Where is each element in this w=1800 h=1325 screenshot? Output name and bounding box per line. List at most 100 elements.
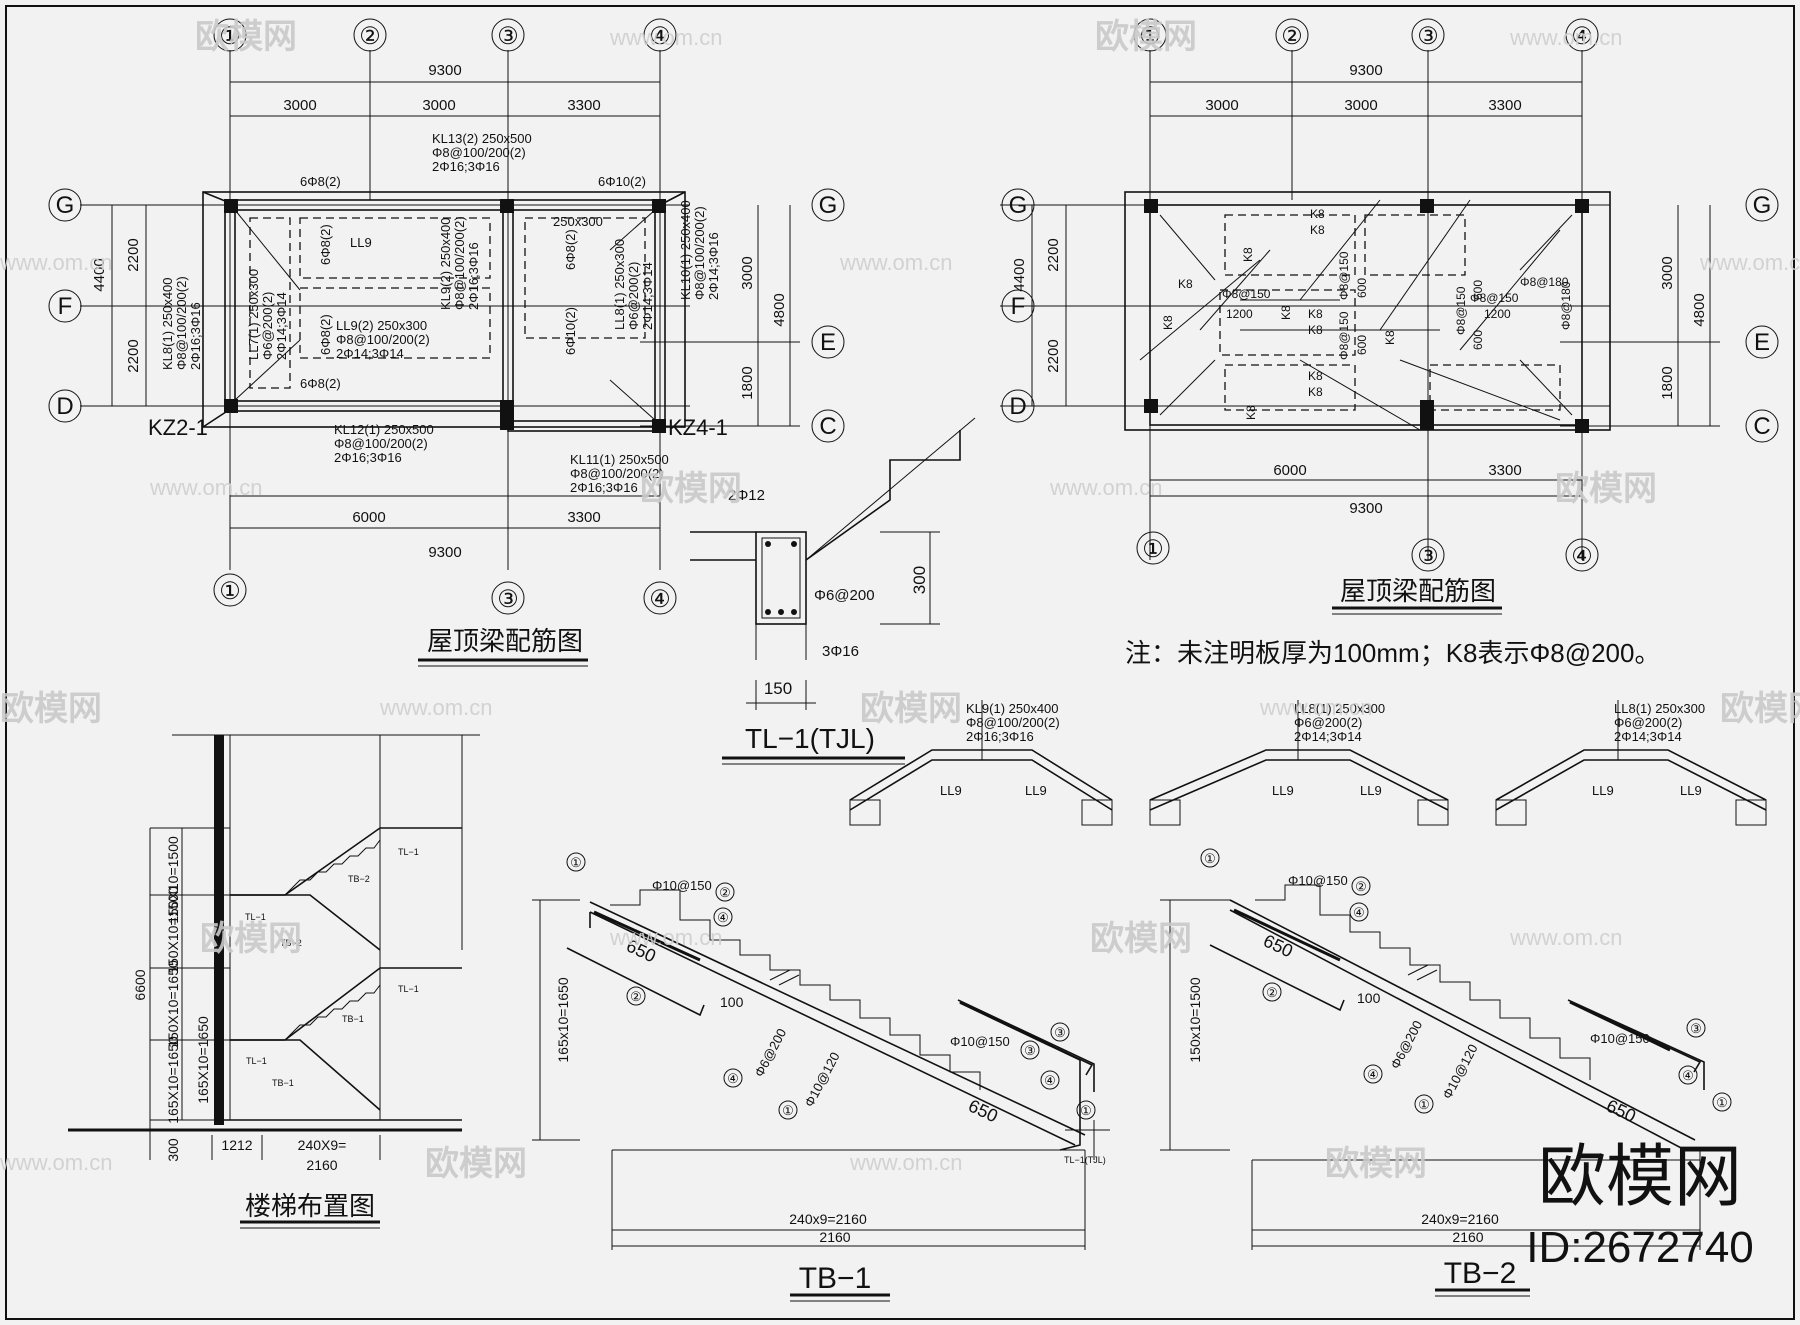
plan-right: ① ② ③ ④ ① ③ ④ G F D G E C 9300 3000 3000…: [1000, 18, 1779, 668]
tb1-dim: 240x9=2160: [789, 1211, 867, 1227]
tb2-marker: ①: [1204, 851, 1216, 866]
rebar-label: Φ8@180: [1559, 281, 1573, 330]
rebar-label: K8: [1308, 369, 1323, 383]
beam-label: 6Φ8(2): [300, 174, 341, 189]
stair-layout: 150X10=1500 150X10=1500 150X10=1650 165X…: [68, 734, 480, 1229]
watermark-brand: 欧模网: [195, 18, 297, 56]
axis-label: C: [819, 413, 836, 440]
beam-label: 6Φ8(2): [318, 314, 333, 355]
axis-label: ①: [1139, 23, 1161, 50]
tb2-marker: ②: [1266, 985, 1278, 1000]
beam-label: Φ8@100/200(2): [570, 466, 664, 481]
axis-label: F: [1011, 293, 1026, 320]
watermark-url: www.om.cn: [0, 1150, 112, 1175]
axis-label: C: [1753, 413, 1770, 440]
dim-text: 9300: [428, 62, 461, 79]
dim-text: 3000: [739, 256, 756, 289]
tl1-width: 150: [764, 679, 792, 698]
tb1-marker: ②: [719, 885, 731, 900]
axis-label: ③: [1417, 23, 1439, 50]
tb2-dim: 2160: [1452, 1229, 1483, 1245]
rebar-label: K8: [1310, 207, 1325, 221]
watermark-brand: 欧模网: [1555, 470, 1657, 508]
tl1-detail: 2Φ12 Φ6@200 3Φ16 150 300 TL−1(TJL): [690, 417, 976, 765]
beam-label: 6Φ10(2): [563, 307, 578, 355]
watermark-brand: 欧模网: [1095, 18, 1197, 56]
dim-text: 4800: [1691, 293, 1708, 326]
section-beam: LL8(1) 250x300: [1294, 701, 1385, 716]
stair-label: TL−1: [246, 1056, 267, 1066]
section-left: LL9: [1592, 783, 1614, 798]
dim-text: 4800: [771, 293, 788, 326]
tb1-marker: ②: [630, 989, 642, 1004]
beam-label: Φ6@200(2): [626, 262, 641, 330]
tb1-marker: ①: [1080, 1103, 1092, 1118]
rebar-label: K8: [1178, 277, 1193, 291]
stair-dim: 300: [165, 1138, 181, 1162]
rebar-label: 1200: [1484, 307, 1511, 321]
tl1-bottom-bars: 3Φ16: [822, 643, 859, 660]
axis-label: ①: [219, 23, 241, 50]
rebar-label: K8: [1383, 330, 1397, 345]
plan-title: 屋顶梁配筋图: [1340, 576, 1496, 606]
beam-label: KL12(1) 250x500: [334, 422, 434, 437]
dim-text: 3300: [1488, 97, 1521, 114]
dim-text: 1800: [739, 366, 756, 399]
watermark-brand: 欧模网: [1090, 920, 1192, 958]
dim-text: 3300: [567, 97, 600, 114]
axis-label: ④: [649, 586, 671, 613]
beam-label: Φ8@100/200(2): [692, 206, 707, 300]
axis-label: ①: [219, 578, 241, 605]
dim-text: 9300: [1349, 62, 1382, 79]
dim-text: 9300: [1349, 500, 1382, 517]
axis-label: G: [56, 192, 75, 219]
beam-label: Φ8@100/200(2): [452, 216, 467, 310]
watermark-brand: 欧模网: [200, 920, 302, 958]
tb1-marker: ④: [717, 910, 729, 925]
stair-dim: 240X9=: [298, 1137, 347, 1153]
tb1-label: Φ10@150: [652, 878, 712, 893]
stair-label: TL−1: [398, 984, 419, 994]
axis-label: ③: [497, 586, 519, 613]
dim-text: 3000: [422, 97, 455, 114]
section-beam: LL8(1) 250x300: [1614, 701, 1705, 716]
section-left: LL9: [1272, 783, 1294, 798]
tb2-label: Φ10@150: [1590, 1031, 1650, 1046]
beam-label: KL11(1) 250x500: [570, 452, 669, 467]
watermark-url: www.om.cn: [1699, 250, 1800, 275]
tb2-label: Φ10@120: [1439, 1042, 1480, 1102]
section-bars: 2Φ16;3Φ16: [966, 729, 1034, 744]
section-bars: 2Φ14;3Φ14: [1614, 729, 1682, 744]
beam-label: Φ8@100/200(2): [336, 332, 430, 347]
tb1-label: Φ10@150: [950, 1034, 1010, 1049]
rebar-label: K8: [1241, 247, 1255, 262]
axis-label: E: [1754, 329, 1770, 356]
axis-label: G: [1009, 192, 1028, 219]
dim-text: 3000: [1344, 97, 1377, 114]
rebar-label: Φ8@150: [1337, 311, 1351, 360]
plan-left: ① ② ③ ④ ① ③ ④ G F D G E C 9300 3000 3000…: [48, 18, 845, 667]
section-bars: 2Φ14;3Φ14: [1294, 729, 1362, 744]
rebar-label: Φ8@150: [1470, 291, 1519, 305]
axis-label: ②: [1281, 23, 1303, 50]
dim-text: 2200: [125, 238, 142, 271]
dim-text: 3000: [283, 97, 316, 114]
beam-label: Φ8@100/200(2): [432, 145, 526, 160]
dim-text: 6000: [1273, 462, 1306, 479]
axis-label: ③: [1417, 543, 1439, 570]
tl1-height: 300: [910, 566, 929, 594]
watermark-url: www.om.cn: [0, 250, 112, 275]
beam-label: 2Φ14;3Φ14: [640, 262, 655, 330]
tb2-marker: ①: [1716, 1095, 1728, 1110]
tb2-label: Φ6@200: [1387, 1018, 1425, 1071]
stair-label: TB−1: [342, 1014, 364, 1024]
axis-label: G: [1753, 192, 1772, 219]
rebar-label: K8: [1279, 305, 1293, 320]
dim-text: 3300: [1488, 462, 1521, 479]
dim-text: 4400: [1011, 258, 1028, 291]
beam-label: KL9(2) 250x400: [438, 217, 453, 310]
stair-dim: 150X10=1650: [165, 960, 181, 1048]
axis-label: G: [819, 192, 838, 219]
tb1-label: 100: [720, 994, 744, 1010]
axis-label: ④: [1571, 23, 1593, 50]
